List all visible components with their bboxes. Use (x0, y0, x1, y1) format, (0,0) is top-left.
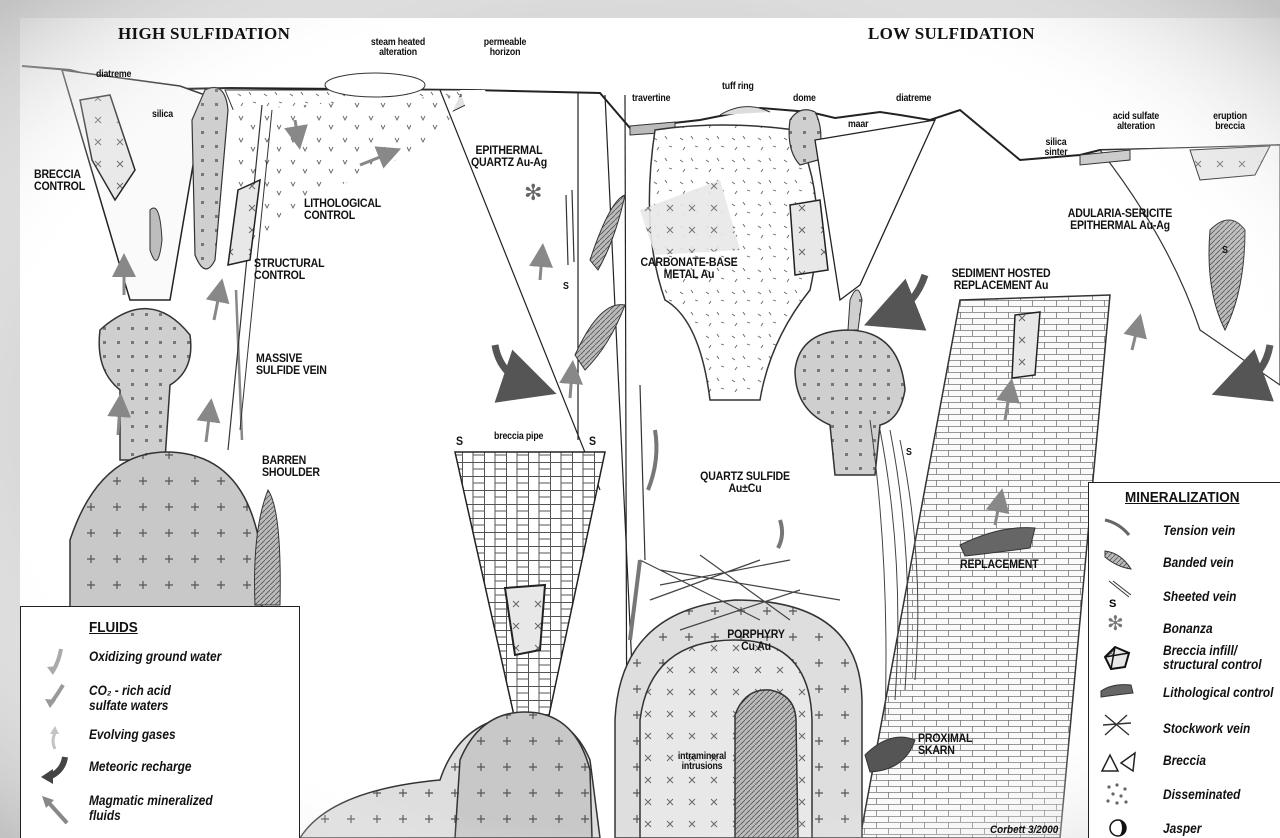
quartz-sulfide-label: QUARTZ SULFIDE Au±Cu (688, 470, 802, 494)
tension-vein-icon (1103, 517, 1133, 539)
sheeted-s-label: S (456, 435, 463, 447)
dome-label: dome (793, 94, 816, 104)
mineralization-item-label: Tension vein (1163, 523, 1235, 538)
tuff-ring-label: tuff ring (722, 82, 754, 92)
eruption-breccia-label: eruption breccia (1202, 112, 1258, 132)
svg-text:S: S (1109, 598, 1116, 609)
credit-label: Corbett 3/2000 (990, 824, 1058, 836)
sheeted-vein-icon: S (1103, 579, 1133, 609)
breccia-pipe-label: breccia pipe (494, 432, 543, 442)
mineralization-item-label: Breccia (1163, 753, 1206, 768)
lithological-control-label: LITHOLOGICAL CONTROL (304, 197, 381, 221)
diatreme-label-right: diatreme (896, 94, 931, 104)
breccia-infill-icon (1101, 643, 1133, 673)
oxidizing-water-arrow-icon (41, 647, 71, 677)
adularia-sericite-label: ADULARIA-SERICITE EPITHERMAL Au-Ag (1041, 207, 1199, 231)
maar-label: maar (848, 120, 868, 130)
travertine-label: travertine (632, 94, 670, 104)
silica-sinter-label: silica sinter (1037, 138, 1076, 158)
lithological-control-icon (1099, 681, 1135, 699)
porphyry-label: PORPHYRY Cu Au (712, 628, 800, 652)
diatreme-label-left: diatreme (96, 70, 131, 80)
sheeted-s-label: S (1222, 246, 1228, 256)
breccia-control-label: BRECCIA CONTROL (34, 168, 85, 192)
sheeted-s-label: S (589, 435, 596, 447)
permeable-horizon-label: permeable horizon (469, 38, 541, 58)
mineralization-item-label: Lithological control (1163, 685, 1273, 700)
barren-shoulder-label: BARREN SHOULDER (262, 454, 320, 478)
mineralization-item-label: Sheeted vein (1163, 589, 1236, 604)
structural-control-label: STRUCTURAL CONTROL (254, 257, 324, 281)
epithermal-quartz-label: EPITHERMAL QUARTZ Au-Ag (452, 144, 566, 168)
carbonate-base-label: CARBONATE-BASE METAL Au (623, 256, 755, 280)
breccia-icon (1099, 749, 1139, 775)
acid-sulfate-arrow-icon (41, 681, 71, 711)
mineralization-item-label: Jasper (1163, 821, 1201, 836)
acid-sulfate-label: acid sulfate alteration (1101, 112, 1171, 132)
low-sulfidation-title: LOW SULFIDATION (868, 24, 1035, 44)
high-sulfidation-title: HIGH SULFIDATION (118, 24, 290, 44)
disseminated-icon (1103, 781, 1133, 807)
magmatic-fluid-arrow-icon (39, 793, 71, 827)
proximal-skarn-label: PROXIMAL SKARN (918, 732, 972, 756)
stockwork-vein-icon (1101, 711, 1133, 739)
fluids-item-label: CO₂ - rich acid sulfate waters (89, 683, 171, 713)
steam-heated-label: steam heated alteration (361, 38, 435, 58)
mineralization-item-label: Stockwork vein (1163, 721, 1250, 736)
mineralization-item-label: Breccia infill/ structural control (1163, 643, 1262, 671)
fluids-item-label: Evolving gases (89, 727, 176, 742)
gas-arrow-icon (43, 725, 67, 751)
meteoric-recharge-arrow-icon (39, 755, 71, 785)
massive-sulfide-label: MASSIVE SULFIDE VEIN (256, 352, 327, 376)
sheeted-s-label: S (563, 282, 569, 292)
intramineral-label: intramineral intrusions (667, 752, 737, 772)
fluids-item-label: Magmatic mineralized fluids (89, 793, 213, 823)
replacement-label: REPLACEMENT (960, 558, 1038, 570)
mineralization-legend-title: MINERALIZATION (1125, 489, 1239, 506)
fluids-legend-title: FLUIDS (89, 619, 138, 636)
banded-vein-icon (1103, 547, 1133, 573)
fluids-item-label: Oxidizing ground water (89, 649, 221, 664)
mineralization-item-label: Banded vein (1163, 555, 1234, 570)
fluids-legend: FLUIDS Oxidizing ground water CO₂ - rich… (20, 606, 300, 838)
mineralization-item-label: Disseminated (1163, 787, 1240, 802)
sediment-hosted-label: SEDIMENT HOSTED REPLACEMENT Au (935, 267, 1067, 291)
mineralization-item-label: Bonanza (1163, 621, 1213, 636)
bonanza-icon: ✻ (1107, 611, 1124, 635)
jasper-icon (1107, 817, 1129, 838)
fluids-item-label: Meteoric recharge (89, 759, 192, 774)
mineralization-legend: MINERALIZATION Tension vein Banded vein … (1088, 482, 1280, 838)
silica-label: silica (152, 110, 173, 120)
sheeted-s-label: S (906, 448, 912, 458)
